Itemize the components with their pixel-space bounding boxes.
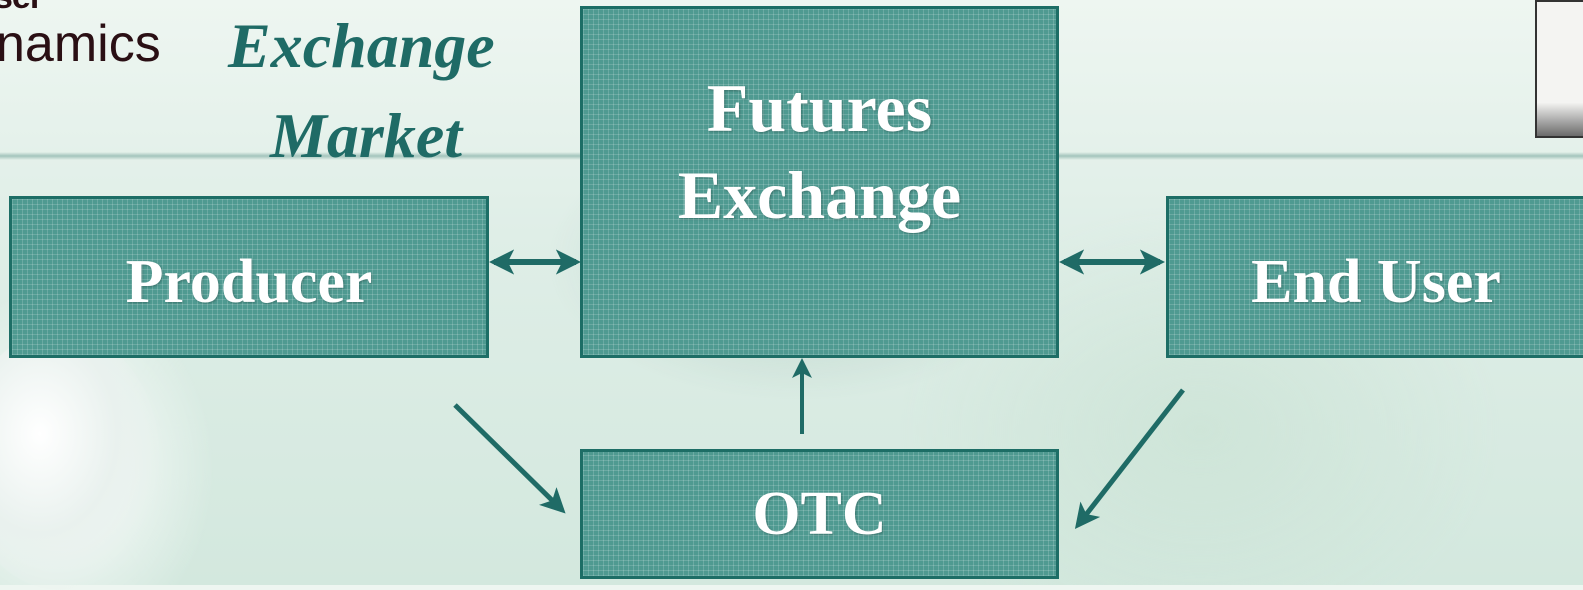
producer-label: Producer (125, 247, 373, 316)
arrow-producer-otc (453, 403, 566, 514)
slide-subtitle: namics (0, 15, 161, 73)
futures-exchange-label: Futures Exchange (677, 69, 962, 233)
producer-node: Producer (9, 196, 489, 358)
arrow-enduser-otc (1074, 388, 1185, 529)
futures-exchange-node: Futures Exchange (580, 6, 1059, 358)
otc-node: OTC (580, 449, 1059, 579)
otc-label: OTC (752, 479, 887, 548)
heading-market: Market (270, 100, 462, 171)
end-user-node: End User (1166, 196, 1583, 358)
decorative-globe (0, 330, 160, 590)
heading-exchange: Exchange (228, 10, 495, 81)
end-user-label: End User (1251, 247, 1501, 316)
slide-title: ser (0, 0, 43, 17)
corner-photo-thumbnail (1535, 0, 1583, 138)
